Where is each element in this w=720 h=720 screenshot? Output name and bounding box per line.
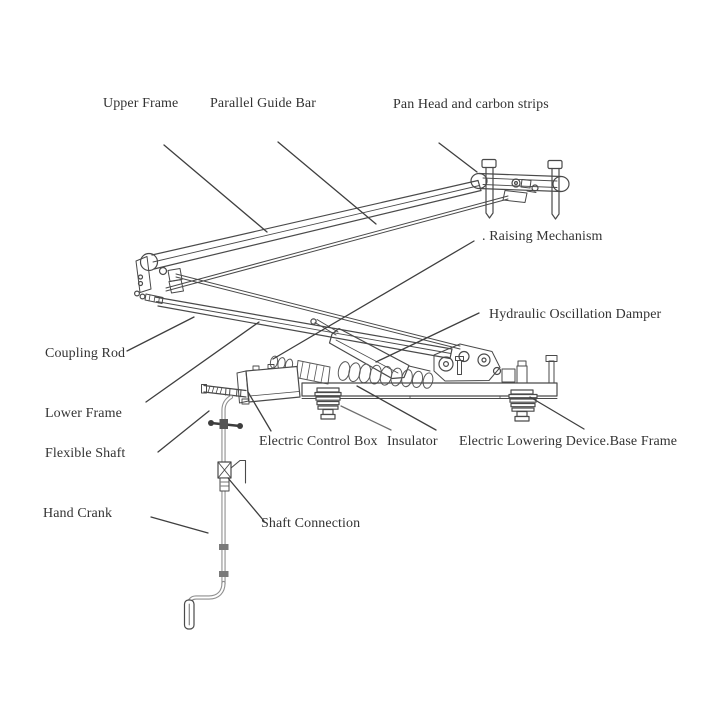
- label-lower-frame: Lower Frame: [45, 406, 122, 421]
- hydraulic-damper-drawing: [310, 318, 431, 380]
- label-electric-control-box: Electric Control Box: [259, 434, 378, 449]
- leader-raising-mechanism: [272, 240, 475, 360]
- flexible-shaft-drawing: [208, 394, 243, 587]
- label-electric-lowering-device: Electric Lowering Device: [459, 434, 606, 449]
- label-upper-frame: Upper Frame: [103, 96, 179, 111]
- label-hydraulic-oscillation-damper: Hydraulic Oscillation Damper: [489, 307, 662, 322]
- bell-crank-drawing: [433, 343, 502, 382]
- leader-upper-frame: [163, 144, 268, 233]
- label-raising-mechanism: . Raising Mechanism: [482, 229, 603, 244]
- leader-hydraulic-damper: [375, 312, 480, 363]
- parallel-guide-bar-drawing: [165, 195, 509, 292]
- label-parallel-guide-bar: Parallel Guide Bar: [210, 96, 316, 111]
- electric-control-box-drawing: [236, 364, 301, 405]
- upper-frame-drawing: [151, 179, 482, 270]
- label-pan-head: Pan Head and carbon strips: [393, 97, 549, 112]
- leader-flexible-shaft: [157, 410, 210, 453]
- insulator-right-drawing: [508, 389, 538, 422]
- elbow-joint-drawing: [134, 252, 184, 304]
- label-coupling-rod: Coupling Rod: [45, 346, 126, 361]
- hand-crank-drawing: [183, 580, 226, 630]
- coupling-rod-drawing: [175, 273, 461, 350]
- label-base-frame: .Base Frame: [606, 434, 678, 449]
- drive-shaft-drawing: [201, 384, 247, 398]
- label-hand-crank: Hand Crank: [43, 506, 113, 521]
- leader-shaft-connection: [227, 477, 265, 522]
- leader-electric-control-box: [247, 391, 272, 432]
- label-shaft-connection: Shaft Connection: [261, 516, 361, 531]
- label-flexible-shaft: Flexible Shaft: [45, 446, 126, 461]
- insulator-left-drawing: [314, 387, 342, 420]
- shaft-connection-drawing: [217, 459, 247, 492]
- leader-insulator-2: [356, 385, 437, 431]
- label-insulator: Insulator: [387, 434, 438, 449]
- leader-hand-crank: [150, 516, 209, 534]
- leader-lower-frame: [145, 321, 260, 403]
- leader-parallel-guide-bar: [277, 141, 377, 225]
- leader-insulator: [340, 405, 392, 431]
- pan-head-drawing: [470, 158, 570, 220]
- leader-pan-head: [438, 142, 478, 173]
- leader-electric-lowering-device: [529, 396, 585, 430]
- leader-coupling-rod: [126, 316, 195, 352]
